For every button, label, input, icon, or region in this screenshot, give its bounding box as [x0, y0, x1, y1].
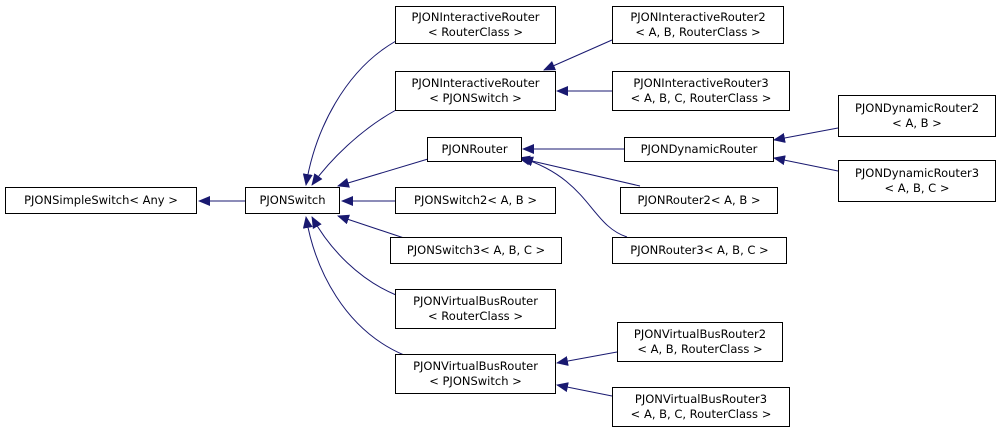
node-pjon-simple-switch[interactable]: PJONSimpleSwitch< Any >: [5, 187, 197, 214]
node-label-line1: PJONDynamicRouter2: [854, 101, 980, 115]
node-pjon-dynamic-router3[interactable]: PJONDynamicRouter3 < A, B, C >: [838, 160, 996, 202]
node-pjon-switch3[interactable]: PJONSwitch3< A, B, C >: [390, 237, 562, 264]
node-label: PJONSwitch2< A, B >: [414, 193, 537, 207]
edge-switch3-to-switch: [337, 214, 411, 241]
edge-virtual-bus-router-ps-to-switch: [302, 216, 405, 356]
node-label-line2: < A, B, RouterClass >: [635, 25, 761, 39]
node-label-line2: < A, B, C, RouterClass >: [630, 91, 772, 105]
edge-dynamic-router3-to-dynamic-router: [773, 155, 839, 172]
node-label: PJONSwitch3< A, B, C >: [406, 243, 546, 257]
edge-virtual-bus-router2-to-virtual-bus-router-ps: [556, 351, 618, 366]
node-pjon-interactive-router3[interactable]: PJONInteractiveRouter3 < A, B, C, Router…: [612, 71, 790, 111]
node-pjon-dynamic-router2[interactable]: PJONDynamicRouter2 < A, B >: [838, 95, 996, 137]
node-pjon-router[interactable]: PJONRouter: [427, 137, 522, 162]
node-label: PJONRouter3< A, B, C >: [630, 243, 769, 257]
edge-virtual-bus-router3-to-virtual-bus-router-ps: [556, 382, 613, 397]
edge-interactive-router2-to-interactive-router-ps: [543, 39, 613, 71]
edge-router3-to-router: [521, 156, 628, 238]
node-pjon-switch2[interactable]: PJONSwitch2< A, B >: [395, 187, 556, 214]
node-pjon-virtual-bus-router-pjonswitch[interactable]: PJONVirtualBusRouter < PJONSwitch >: [395, 354, 556, 394]
node-pjon-dynamic-router[interactable]: PJONDynamicRouter: [624, 137, 774, 162]
node-label-line1: PJONVirtualBusRouter3: [634, 392, 768, 406]
edge-router2-to-router: [518, 155, 641, 187]
node-label-line1: PJONInteractiveRouter: [411, 10, 540, 24]
node-label-line1: PJONDynamicRouter3: [854, 166, 980, 180]
node-label: PJONSwitch: [259, 193, 326, 207]
node-label: PJONRouter: [441, 142, 508, 156]
node-pjon-interactive-router2[interactable]: PJONInteractiveRouter2 < A, B, RouterCla…: [612, 6, 784, 44]
node-label-line1: PJONVirtualBusRouter2: [633, 327, 767, 341]
edge-interactive-router-ps-to-switch: [311, 109, 397, 186]
node-pjon-virtual-bus-router3[interactable]: PJONVirtualBusRouter3 < A, B, C, RouterC…: [612, 387, 790, 427]
node-label-line2: < A, B, C >: [884, 181, 950, 195]
node-pjon-switch[interactable]: PJONSwitch: [245, 187, 340, 214]
node-pjon-interactive-router-routerclass[interactable]: PJONInteractiveRouter < RouterClass >: [395, 6, 556, 44]
edge-virtual-bus-router-rc-to-switch: [311, 216, 397, 296]
node-label-line2: < RouterClass >: [428, 25, 523, 39]
node-pjon-interactive-router-pjonswitch[interactable]: PJONInteractiveRouter < PJONSwitch >: [395, 71, 556, 111]
node-label-line2: < A, B >: [892, 116, 942, 130]
edge-interactive-router-rc-to-switch: [302, 40, 397, 186]
node-label-line1: PJONVirtualBusRouter: [413, 359, 538, 373]
node-label: PJONSimpleSwitch< Any >: [24, 193, 178, 207]
node-label-line1: PJONVirtualBusRouter: [413, 294, 538, 308]
node-label: PJONDynamicRouter: [640, 142, 758, 156]
node-pjon-virtual-bus-router-routerclass[interactable]: PJONVirtualBusRouter < RouterClass >: [395, 289, 556, 329]
node-label-line1: PJONInteractiveRouter: [411, 76, 540, 90]
node-pjon-virtual-bus-router2[interactable]: PJONVirtualBusRouter2 < A, B, RouterClas…: [617, 322, 783, 362]
node-pjon-router2[interactable]: PJONRouter2< A, B >: [620, 187, 778, 214]
node-pjon-router3[interactable]: PJONRouter3< A, B, C >: [612, 237, 787, 264]
edge-router-to-switch: [337, 158, 429, 188]
edge-dynamic-router2-to-dynamic-router: [773, 127, 839, 143]
node-label-line2: < A, B, C, RouterClass >: [630, 407, 772, 421]
node-label-line2: < A, B, RouterClass >: [637, 342, 763, 356]
node-label-line1: PJONInteractiveRouter3: [633, 76, 769, 90]
node-label-line1: PJONInteractiveRouter2: [630, 10, 766, 24]
node-label-line2: < PJONSwitch >: [429, 374, 522, 388]
node-label-line2: < RouterClass >: [428, 309, 523, 323]
node-label-line2: < PJONSwitch >: [429, 91, 522, 105]
node-label: PJONRouter2< A, B >: [637, 193, 761, 207]
